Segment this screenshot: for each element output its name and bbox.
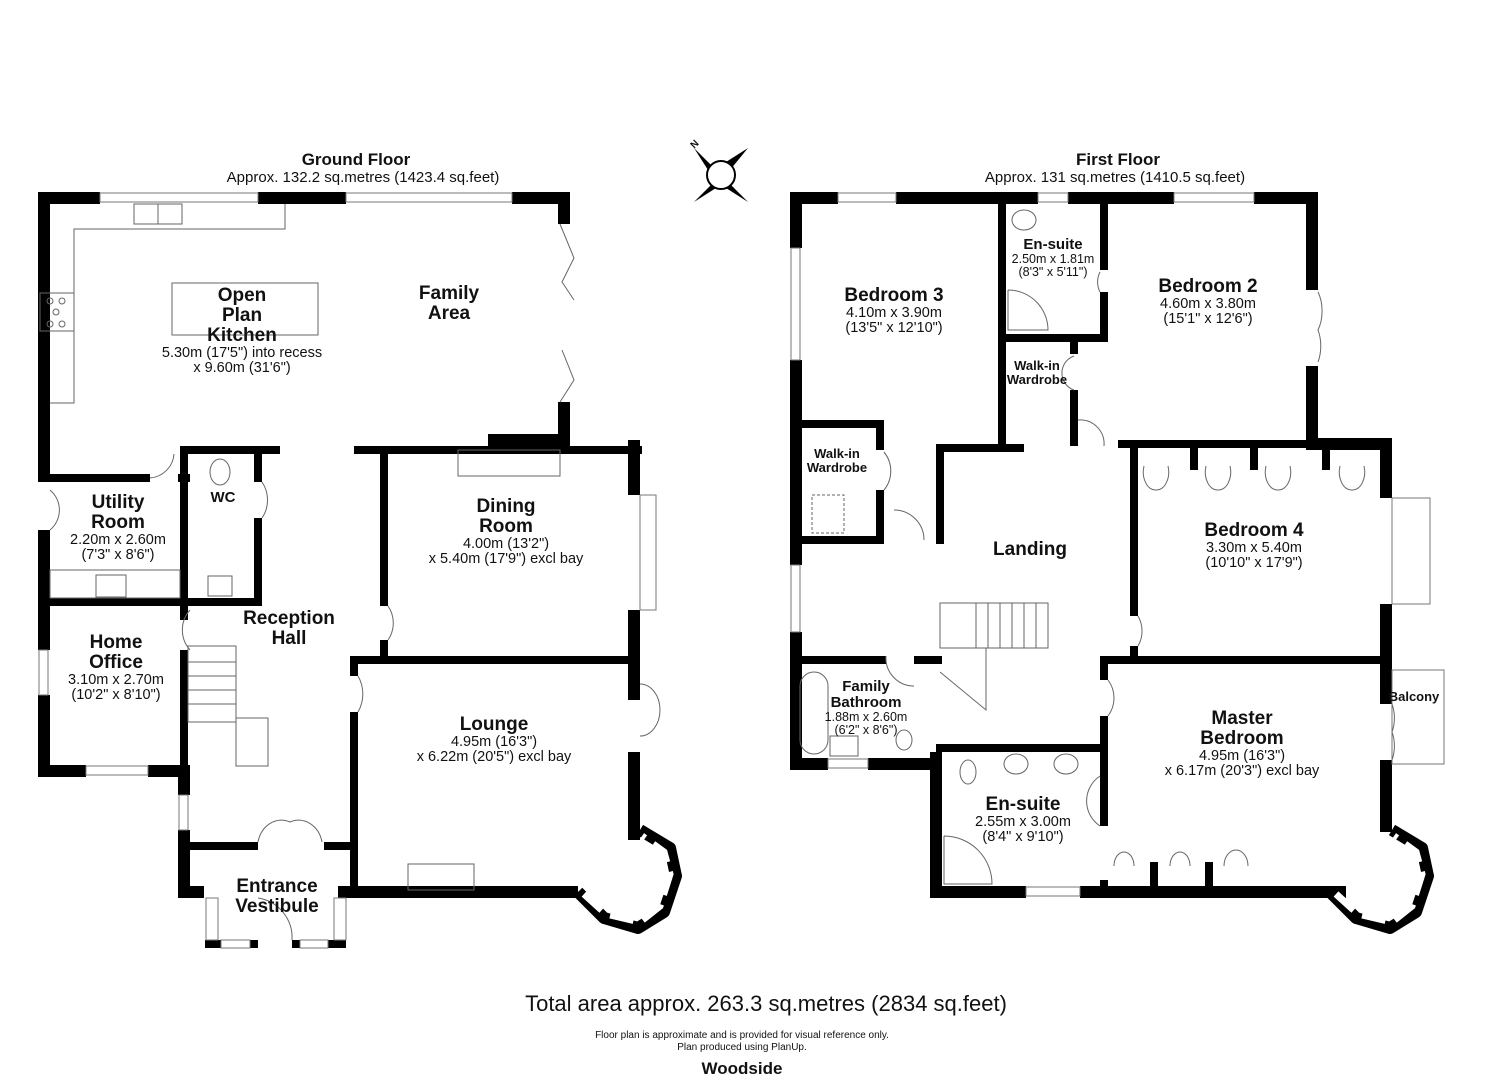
room-bedroom-4: Bedroom 4 3.30m x 5.40m (10'10" x 17'9")	[1204, 520, 1304, 572]
room-lounge: Lounge 4.95m (16'3") x 6.22m (20'5") exc…	[416, 714, 572, 766]
first-floor-title: First Floor	[1075, 150, 1161, 169]
room-walk-in-wardrobe-bedroom-2: Walk-in Wardrobe	[1006, 358, 1068, 387]
ground-floor-title: Ground Floor	[301, 150, 411, 169]
room-entrance-vestibule: Entrance Vestibule	[235, 876, 319, 917]
room-utility-room: Utility Room 2.20m x 2.60m (7'3" x 8'6")	[70, 492, 166, 564]
room-walk-in-wardrobe-bedroom-3: Walk-in Wardrobe	[806, 446, 868, 475]
fixtures	[39, 203, 1395, 941]
total-area: Total area approx. 263.3 sq.metres (2834…	[525, 991, 1007, 1016]
first-floor-area: Approx. 131 sq.metres (1410.5 sq.feet)	[984, 169, 1246, 186]
room-balcony: Balcony	[1388, 689, 1440, 704]
property-name: Woodside	[701, 1059, 783, 1078]
disclaimer: Floor plan is approximate and is provide…	[595, 1030, 889, 1053]
room-wc: WC	[210, 489, 236, 506]
room-master-bedroom: Master Bedroom 4.95m (16'3") x 6.17m (20…	[1164, 708, 1320, 780]
ground-floor-walls	[38, 192, 642, 948]
ground-floor-area: Approx. 132.2 sq.metres (1423.4 sq.feet)	[226, 169, 500, 186]
room-landing: Landing	[993, 539, 1067, 560]
first-floor-walls	[790, 192, 1392, 898]
windows	[38, 192, 1445, 949]
room-reception-hall: Reception Hall	[243, 608, 335, 649]
room-en-suite-bedroom-2: En-suite 2.50m x 1.81m (8'3" x 5'11")	[1011, 236, 1095, 279]
bay-window-lounge	[573, 824, 682, 934]
room-family-bathroom: Family Bathroom 1.88m x 2.60m (6'2" x 8'…	[824, 678, 908, 737]
compass-rose-icon	[694, 148, 748, 202]
bay-window-master	[1325, 824, 1434, 934]
room-family-area: Family Area	[418, 283, 480, 324]
room-home-office: Home Office 3.10m x 2.70m (10'2" x 8'10"…	[68, 632, 164, 704]
room-en-suite-master: En-suite 2.55m x 3.00m (8'4" x 9'10")	[975, 794, 1071, 846]
room-open-plan-kitchen: Open Plan Kitchen 5.30m (17'5") into rec…	[161, 285, 323, 377]
room-bedroom-2: Bedroom 2 4.60m x 3.80m (15'1" x 12'6")	[1158, 276, 1258, 328]
room-bedroom-3: Bedroom 3 4.10m x 3.90m (13'5" x 12'10")	[844, 285, 944, 337]
room-dining-room: Dining Room 4.00m (13'2") x 5.40m (17'9"…	[428, 496, 584, 568]
